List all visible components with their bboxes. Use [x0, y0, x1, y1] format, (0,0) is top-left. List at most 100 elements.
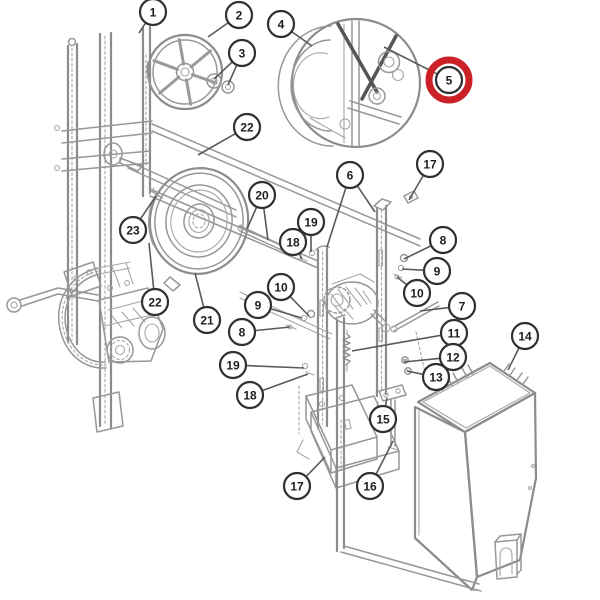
- callout-number: 15: [376, 413, 390, 427]
- callout-4[interactable]: 4: [266, 9, 313, 47]
- callout-number: 3: [239, 47, 246, 61]
- callout-19-upper[interactable]: 19: [296, 207, 326, 252]
- callout-circle[interactable]: [415, 149, 445, 179]
- leader-line: [406, 370, 423, 375]
- leader-line: [375, 440, 394, 474]
- callout-number: 7: [459, 300, 466, 314]
- callout-22-lower[interactable]: 22: [140, 242, 170, 317]
- callout-18-upper[interactable]: 18: [278, 227, 308, 260]
- callout-15[interactable]: 15: [368, 397, 398, 434]
- callout-13[interactable]: 13: [406, 362, 451, 392]
- callout-19-lower[interactable]: 19: [218, 350, 305, 380]
- callout-5[interactable]: 5: [383, 46, 473, 104]
- callout-9-left[interactable]: 9: [243, 290, 303, 320]
- callout-12[interactable]: 12: [403, 342, 468, 372]
- callout-circle[interactable]: [266, 9, 296, 39]
- callout-16[interactable]: 16: [355, 440, 394, 501]
- callout-17-top[interactable]: 17: [408, 149, 445, 201]
- callout-8-right[interactable]: 8: [403, 225, 458, 260]
- callout-circle[interactable]: [510, 321, 540, 351]
- callout-circle[interactable]: [434, 65, 464, 95]
- callout-number: 19: [304, 216, 318, 230]
- callout-6[interactable]: 6: [326, 160, 376, 248]
- callout-number: 18: [243, 389, 257, 403]
- leader-line: [227, 65, 238, 86]
- leader-line: [246, 207, 258, 230]
- callout-3[interactable]: 3: [213, 38, 257, 86]
- leader-line: [213, 61, 233, 80]
- callout-circle[interactable]: [335, 160, 365, 190]
- callout-circle[interactable]: [140, 287, 170, 317]
- callout-circle[interactable]: [438, 342, 468, 372]
- callout-7[interactable]: 7: [419, 291, 477, 321]
- callout-number: 9: [434, 265, 441, 279]
- callout-number: 18: [286, 236, 300, 250]
- callout-circle[interactable]: [218, 350, 248, 380]
- leader-line: [408, 175, 424, 201]
- callout-20[interactable]: 20: [246, 180, 277, 241]
- callout-circle[interactable]: [402, 278, 432, 308]
- callout-circle[interactable]: [224, 0, 254, 30]
- callout-circle[interactable]: [235, 380, 265, 410]
- callout-number: 12: [446, 351, 460, 365]
- callout-circle[interactable]: [368, 404, 398, 434]
- callout-number: 8: [440, 234, 447, 248]
- callout-number: 22: [148, 296, 162, 310]
- callout-circle[interactable]: [118, 215, 148, 245]
- callout-circle[interactable]: [232, 112, 262, 142]
- leader-line: [351, 334, 441, 352]
- leader-line: [194, 272, 205, 307]
- callout-circle[interactable]: [282, 471, 312, 501]
- leader-line: [271, 308, 303, 319]
- callout-10-right[interactable]: 10: [396, 276, 432, 308]
- callout-circle[interactable]: [428, 225, 458, 255]
- callout-18-lower[interactable]: 18: [235, 373, 309, 410]
- leader-line: [403, 357, 440, 363]
- callout-circle[interactable]: [355, 471, 385, 501]
- callout-circle[interactable]: [422, 256, 452, 286]
- callout-number: 13: [429, 371, 443, 385]
- callout-number: 5: [446, 74, 453, 88]
- callout-number: 2: [236, 9, 243, 23]
- callout-14[interactable]: 14: [507, 321, 540, 371]
- leader-line: [262, 373, 309, 391]
- callout-circle[interactable]: [227, 317, 257, 347]
- detail-inset-circle: [277, 17, 422, 149]
- callout-10-left[interactable]: 10: [266, 272, 310, 317]
- leader-line: [255, 326, 291, 332]
- callout-circle[interactable]: [296, 207, 326, 237]
- callout-circle[interactable]: [247, 180, 277, 210]
- power-screw-rails: [315, 198, 392, 430]
- callout-number: 1: [150, 6, 157, 20]
- callout-22-upper[interactable]: 22: [197, 112, 262, 156]
- callout-17-bottom[interactable]: 17: [282, 456, 326, 501]
- callout-circle[interactable]: [266, 272, 296, 302]
- callout-9-right[interactable]: 9: [401, 256, 452, 286]
- callout-number: 9: [255, 299, 262, 313]
- gearbox-chain-assembly: [6, 261, 166, 369]
- callout-11[interactable]: 11: [351, 318, 469, 352]
- callout-1[interactable]: 1: [138, 0, 168, 34]
- callout-circle[interactable]: [278, 227, 308, 257]
- callout-circle[interactable]: [421, 362, 451, 392]
- callout-circle[interactable]: [447, 291, 477, 321]
- leader-line: [383, 46, 437, 75]
- leader-line: [396, 276, 407, 285]
- callout-circle[interactable]: [227, 38, 257, 68]
- callout-number: 19: [226, 359, 240, 373]
- callout-2[interactable]: 2: [207, 0, 254, 38]
- leader-line: [291, 31, 313, 47]
- callout-circle[interactable]: [138, 0, 168, 27]
- callout-circle[interactable]: [243, 290, 273, 320]
- callout-23[interactable]: 23: [118, 195, 157, 245]
- callout-number: 14: [518, 330, 532, 344]
- callout-number: 17: [423, 158, 437, 172]
- callout-number: 20: [255, 189, 269, 203]
- callout-8-left[interactable]: 8: [227, 317, 291, 347]
- callout-circle[interactable]: [192, 305, 222, 335]
- callout-number: 11: [448, 327, 461, 341]
- callout-21[interactable]: 21: [192, 272, 222, 335]
